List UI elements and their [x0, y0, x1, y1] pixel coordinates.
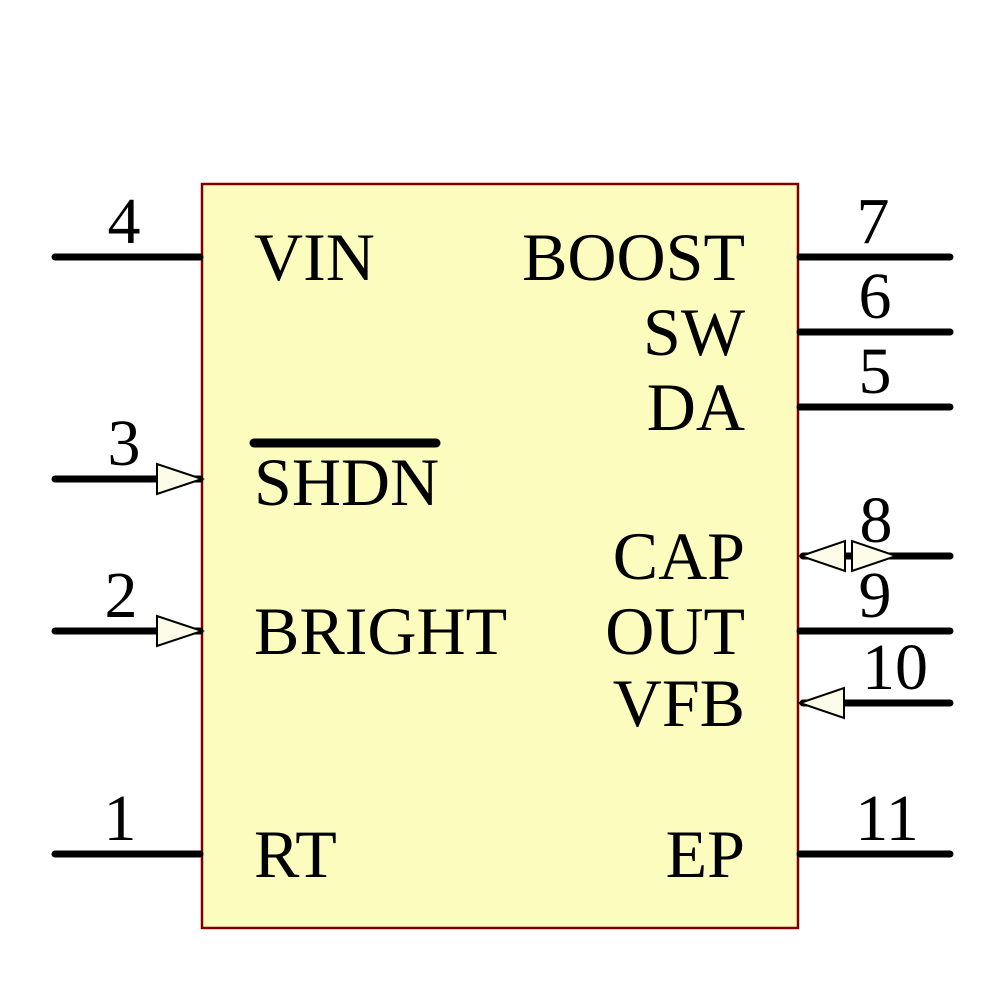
pin-label: CAP — [613, 518, 745, 594]
pin-label: OUT — [605, 593, 745, 669]
pin-7-boost: 7 BOOST — [522, 185, 954, 295]
pin-label: VIN — [254, 219, 375, 295]
pin-number: 3 — [108, 407, 141, 480]
pin-number: 4 — [108, 185, 141, 258]
pin-11-ep: 11 EP — [666, 782, 954, 892]
pin-4-vin: 4 VIN — [51, 185, 375, 295]
pin-9-out: 9 OUT — [605, 559, 954, 669]
pin-5-da: 5 DA — [647, 335, 954, 445]
pin-3-shdn: 3 SHDN — [51, 407, 441, 520]
pin-number: 7 — [857, 185, 890, 258]
pin-number: 1 — [104, 782, 137, 855]
pin-number: 9 — [859, 559, 892, 632]
pin-label: DA — [647, 369, 745, 445]
pin-8-cap: 8 CAP — [613, 484, 954, 594]
pin-label: SHDN — [254, 444, 439, 520]
bidirectional-arrow-left-icon — [797, 539, 846, 573]
pin-number: 8 — [860, 484, 893, 557]
input-arrow-icon — [156, 614, 206, 648]
pin-label: BOOST — [522, 219, 745, 295]
pin-10-vfb: 10 VFB — [613, 631, 954, 741]
pin-label: SW — [643, 294, 746, 370]
component-body — [200, 182, 800, 930]
pin-number: 2 — [105, 559, 138, 632]
pin-label: EP — [666, 816, 745, 892]
pin-label: VFB — [613, 665, 745, 741]
pin-6-sw: 6 SW — [643, 260, 954, 370]
input-arrow-icon — [796, 686, 845, 720]
pin-1-rt: 1 RT — [51, 782, 337, 892]
pin-number: 10 — [862, 631, 928, 704]
pin-label: RT — [254, 816, 337, 892]
pin-label: BRIGHT — [254, 593, 507, 669]
input-arrow-icon — [156, 462, 206, 496]
pin-2-bright: 2 BRIGHT — [51, 559, 507, 669]
pin-number: 11 — [855, 782, 919, 855]
bidirectional-arrow-right-icon — [851, 539, 900, 573]
pin-number: 5 — [859, 335, 892, 408]
pin-number: 6 — [859, 260, 892, 333]
